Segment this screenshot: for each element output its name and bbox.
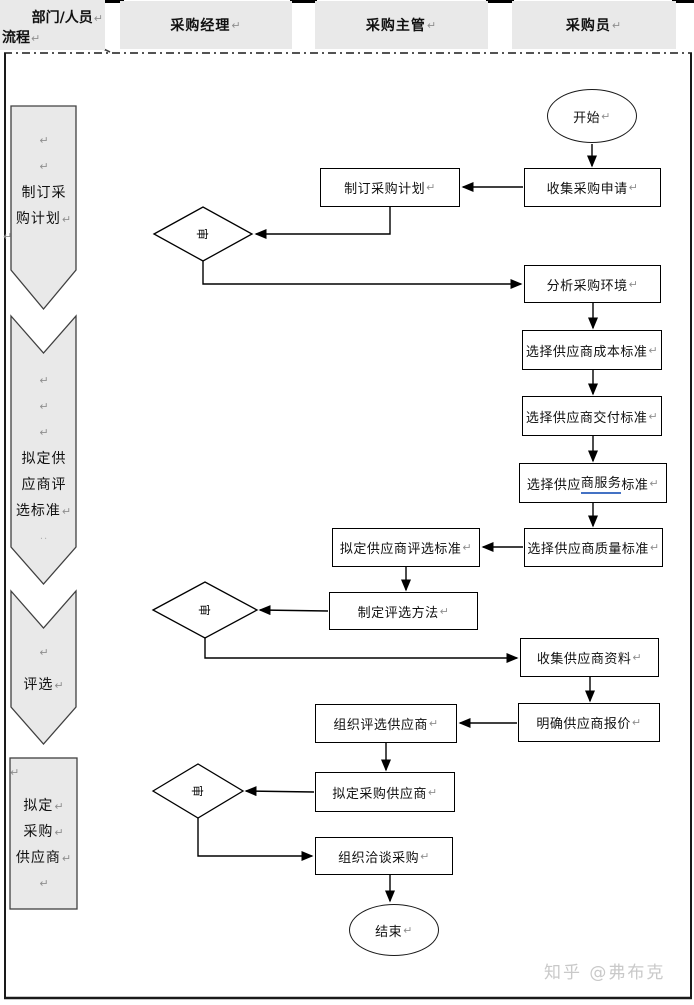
paragraph-mark-icon: ↵ <box>427 785 438 799</box>
flow-node-collect-supplier-info: 收集供应商资料↵ <box>520 638 659 677</box>
decision-diamond-1 <box>152 206 254 262</box>
paragraph-mark-icon: ↵ <box>632 651 643 664</box>
paragraph-mark-icon: ↵ <box>61 505 73 518</box>
flow-node-organize-negotiation: 组织洽谈采购↵ <box>315 837 453 875</box>
header-corner-cell: 部门/人员↵ 流程↵ <box>0 0 105 50</box>
connector-decision3-to-negotiation <box>197 818 314 861</box>
paragraph-mark-icon: ↵ <box>39 877 50 890</box>
paragraph-mark-icon: ↵ <box>231 18 242 32</box>
paragraph-mark-icon: ↵ <box>54 800 65 813</box>
spellcheck-underline: 商服务 <box>580 472 622 494</box>
header-column-purchasing-manager: 采购经理↵ <box>120 1 292 49</box>
end-node: 结束↵ <box>349 904 439 956</box>
header-top-tick <box>672 0 694 3</box>
connector-decision1-to-analyze <box>202 261 523 289</box>
decision-diamond-3 <box>151 763 245 819</box>
paragraph-mark-icon: ↵ <box>611 18 623 32</box>
header-corner-departments: 部门/人员↵ <box>31 10 103 26</box>
header-column-purchasing-supervisor: 采购主管↵ <box>315 1 488 49</box>
decision-label-3: 审 <box>190 784 205 797</box>
paragraph-mark-icon: ↵ <box>420 849 430 863</box>
paragraph-mark-icon: ↵ <box>39 134 50 147</box>
flow-node-delivery-criteria: 选择供应商交付标准↵ <box>522 396 662 436</box>
paragraph-mark-icon: ↵ <box>628 277 639 291</box>
phase-chevron-1 <box>10 105 77 311</box>
flow-node-quality-criteria: 选择供应商质量标准↵ <box>524 528 663 567</box>
paragraph-mark-icon: ↵ <box>601 109 611 123</box>
flow-node-draft-suppliers: 拟定采购供应商↵ <box>315 772 455 812</box>
phase-chevron-3 <box>10 589 77 745</box>
connector-plan-to-decision1 <box>254 207 391 239</box>
flow-node-organize-selection: 组织评选供应商↵ <box>315 704 457 743</box>
paragraph-mark-icon: ↵ <box>3 230 13 243</box>
decision-diamond-2 <box>151 581 259 639</box>
paragraph-mark-icon: ↵ <box>648 409 659 423</box>
paragraph-mark-icon: ↵ <box>39 646 50 659</box>
paragraph-mark-icon: ↵ <box>649 541 660 554</box>
flow-node-analyze-environment: 分析采购环境↵ <box>524 265 661 303</box>
paragraph-mark-icon: ↵ <box>93 12 103 25</box>
flow-node-make-method: 制定评选方法↵ <box>329 592 478 630</box>
decision-label-1: 审 <box>195 227 210 240</box>
paragraph-mark-icon: ↵ <box>61 213 73 226</box>
header-top-tick <box>486 0 514 3</box>
connector-draftsuppliers-to-decision3 <box>244 786 315 797</box>
header-top-tick <box>290 0 317 3</box>
paragraph-mark-icon: ↵ <box>31 32 41 45</box>
paragraph-mark-icon: ↵ <box>426 181 436 194</box>
flow-node-cost-criteria: 选择供应商成本标准↵ <box>522 330 662 370</box>
phase-label-draft-criteria: ↵ ↵ ↵ 拟定供 应商评 选标准↵ .. <box>12 368 76 550</box>
phase-chevron-2 <box>10 314 77 585</box>
phase-label-selection: ↵ 评选↵ <box>12 640 76 698</box>
connector-decision2-to-collectinfo <box>204 638 519 663</box>
paragraph-mark-icon: ↵ <box>39 426 50 439</box>
paragraph-mark-icon: ↵ <box>648 343 659 357</box>
paragraph-mark-icon: ↵ <box>631 716 642 729</box>
flow-node-draft-criteria: 拟定供应商评选标准↵ <box>332 528 480 567</box>
paragraph-mark-icon: ↵ <box>54 679 65 692</box>
paragraph-mark-icon: ↵ <box>39 160 50 173</box>
paragraph-mark-icon: ↵ <box>10 766 20 779</box>
paragraph-mark-icon: ↵ <box>61 852 73 865</box>
zhihu-watermark: 知乎 @弗布克 <box>544 963 666 983</box>
phase-rect-4 <box>9 757 78 910</box>
header-corner-process: 流程↵ <box>2 30 41 46</box>
paragraph-mark-icon: ↵ <box>628 181 639 194</box>
paragraph-mark-icon: ↵ <box>439 604 450 618</box>
header-top-tick <box>103 0 124 3</box>
flow-node-collect-request: 收集采购申请↵ <box>524 168 661 207</box>
header-column-purchasing-staff: 采购员↵ <box>512 1 676 49</box>
flow-node-service-criteria: 选择供应商服务标准↵ <box>519 463 667 503</box>
decision-label-2: 审 <box>197 603 212 616</box>
flow-node-make-plan: 制订采购计划↵ <box>320 168 460 207</box>
paragraph-mark-icon: ↵ <box>649 476 660 490</box>
phase-label-make-plan: ↵ ↵ 制订采 购计划↵ <box>12 128 76 232</box>
paragraph-mark-icon: ↵ <box>39 400 50 413</box>
phase-label-draft-suppliers: 拟定↵ 采购↵ 供应商↵ ↵ <box>12 793 76 897</box>
paragraph-mark-icon: ↵ <box>462 541 473 554</box>
paragraph-mark-icon: ↵ <box>39 374 50 387</box>
paragraph-mark-icon: ↵ <box>428 717 439 730</box>
flow-node-clarify-quote: 明确供应商报价↵ <box>518 703 660 742</box>
ellipsis-mark: .. <box>39 531 49 542</box>
connector-method-to-decision2 <box>258 605 329 616</box>
paragraph-mark-icon: ↵ <box>54 826 65 839</box>
paragraph-mark-icon: ↵ <box>426 18 438 32</box>
paragraph-mark-icon: ↵ <box>403 923 413 937</box>
start-node: 开始↵ <box>547 89 637 143</box>
